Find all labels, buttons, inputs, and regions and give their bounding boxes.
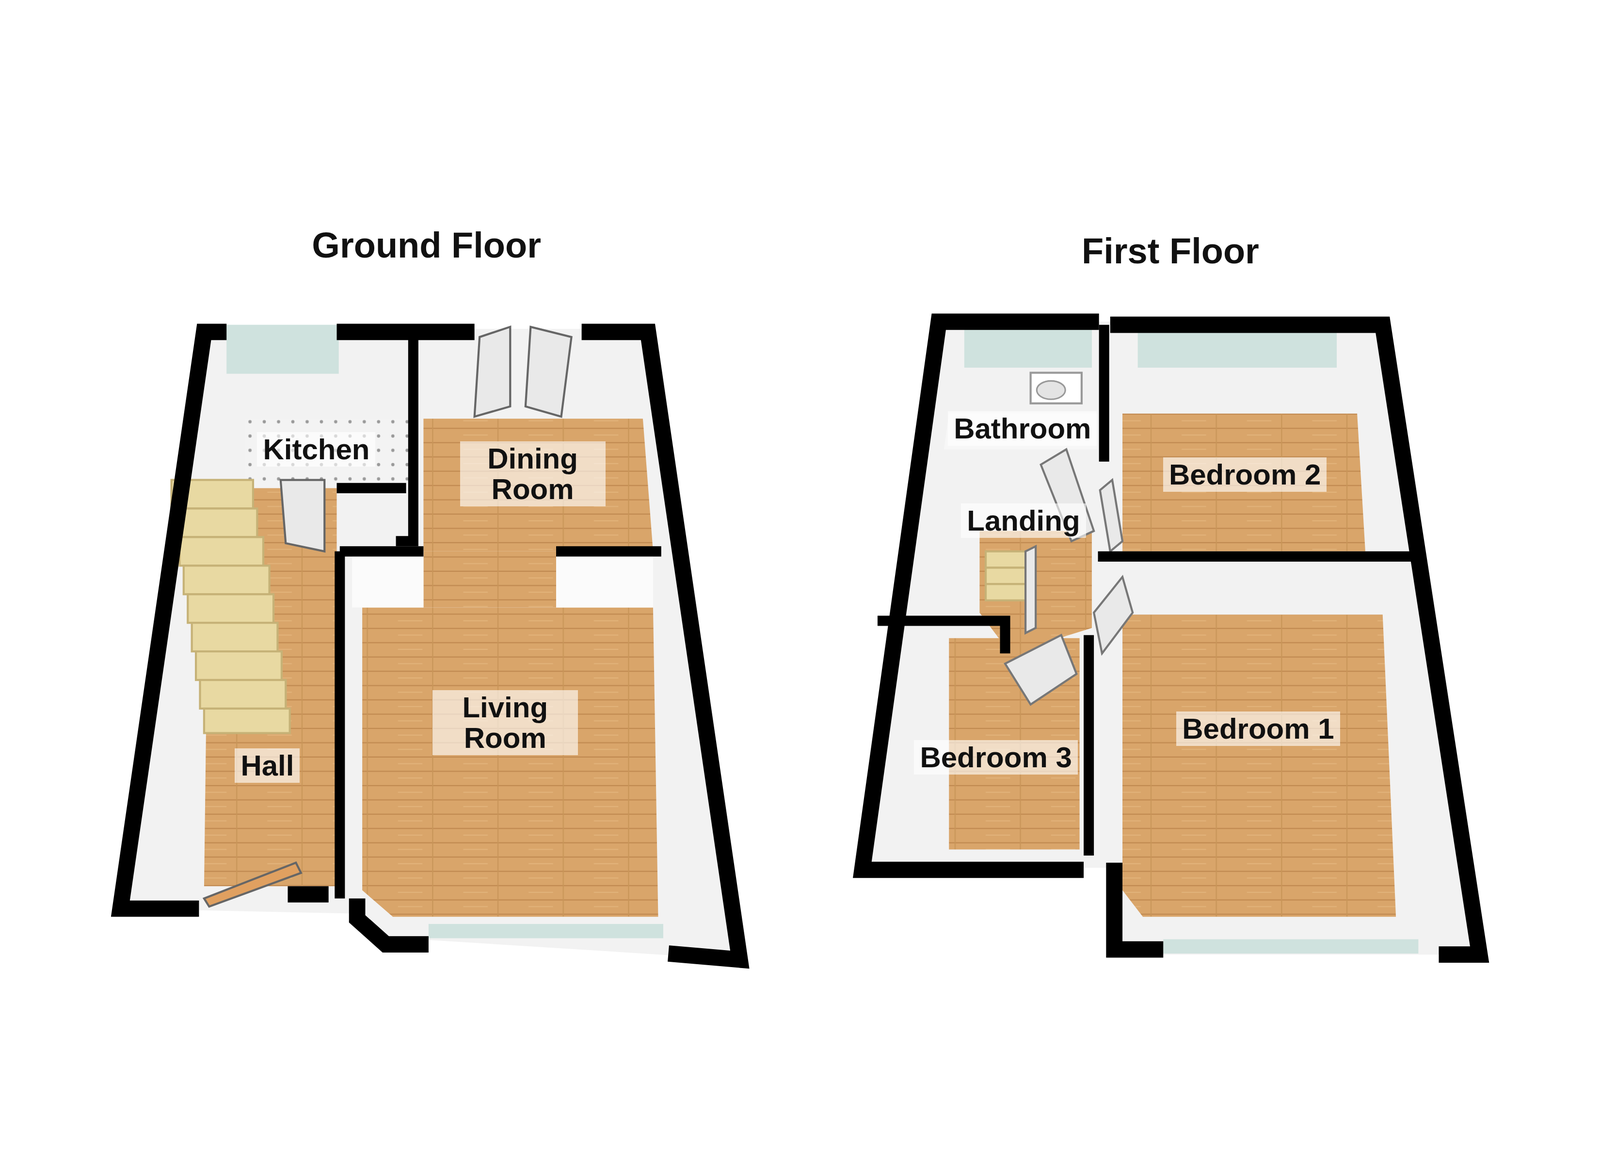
wall (556, 545, 662, 557)
stair-step (985, 551, 1027, 568)
dining-floor (423, 418, 654, 552)
outer-walls (862, 321, 1480, 955)
wall (862, 321, 1099, 870)
room-name: Bedroom 1 (1182, 713, 1334, 744)
basin-top (1030, 372, 1082, 404)
french-door (525, 326, 572, 417)
doors (204, 326, 572, 907)
stair-step (204, 708, 290, 734)
door (1100, 480, 1123, 552)
landing-floor (979, 530, 1092, 654)
stair-step (183, 565, 270, 594)
stair-step (195, 651, 282, 680)
room-label: Bathroom (947, 411, 1097, 446)
stair-step (175, 508, 257, 537)
french-door (474, 326, 511, 417)
wall-faces (120, 328, 740, 960)
room-name: Landing (966, 505, 1080, 536)
room-name: Kitchen (262, 433, 370, 465)
room-label: Bedroom 3 (913, 739, 1078, 775)
wall (581, 331, 740, 960)
front-door (204, 862, 302, 907)
wall (339, 545, 424, 557)
stair-step (200, 679, 287, 709)
room-name: Bedroom 3 (919, 741, 1072, 773)
room-name: Bathroom (953, 413, 1091, 444)
room-name: Hall (240, 750, 294, 781)
door (1005, 634, 1077, 704)
room-name: Bedroom 2 (1168, 459, 1321, 490)
room-label: Living Room (432, 689, 578, 755)
stair-step (985, 583, 1027, 601)
doors (1005, 448, 1133, 704)
basin (1030, 372, 1082, 404)
inner-walls (877, 324, 1414, 856)
room-label: Bedroom 2 (1163, 457, 1327, 492)
room-label: Landing (960, 503, 1086, 538)
stair-step (192, 622, 278, 652)
outer-walls (120, 331, 740, 960)
wall-faces (862, 321, 1480, 955)
wall (120, 331, 227, 909)
wall (396, 331, 414, 541)
wall (1099, 324, 1110, 462)
room-label: Bedroom 1 (1176, 711, 1340, 746)
basin-bowl (1036, 380, 1066, 400)
room-name: Dining Room (465, 443, 600, 505)
stairs (171, 480, 290, 734)
banister (1025, 545, 1036, 633)
wall (1083, 634, 1094, 856)
kitchen-floor (244, 418, 414, 488)
stair-step (187, 593, 274, 623)
floor-title: Ground Floor (311, 224, 542, 266)
room-name: Living Room (438, 691, 573, 753)
stairs (985, 551, 1027, 601)
opening-floor (423, 551, 557, 608)
wall (1110, 324, 1480, 955)
wall (336, 323, 475, 341)
window (226, 324, 339, 374)
wall (357, 897, 429, 944)
room-label: Kitchen (256, 432, 376, 467)
stair-step (179, 536, 264, 566)
wall (287, 885, 329, 903)
wall (877, 620, 1006, 654)
wall (334, 551, 345, 899)
bedroom-floor (1122, 614, 1396, 917)
wall (1098, 551, 1414, 562)
floor-title: First Floor (1081, 230, 1260, 272)
room-label: Dining Room (460, 441, 606, 507)
wall (1114, 862, 1164, 950)
wall-face (556, 551, 654, 608)
wall (336, 482, 407, 494)
door (1093, 576, 1133, 654)
living-floor (362, 607, 658, 917)
room-label: Hall (234, 748, 300, 783)
kitchen-door (280, 480, 325, 552)
inner-walls (336, 331, 662, 898)
wall-face (352, 551, 424, 608)
bathroom-floor (944, 413, 1098, 450)
stair-step (985, 567, 1027, 585)
bedroom-floor (1122, 413, 1366, 552)
window (428, 923, 664, 938)
window (1163, 939, 1419, 954)
